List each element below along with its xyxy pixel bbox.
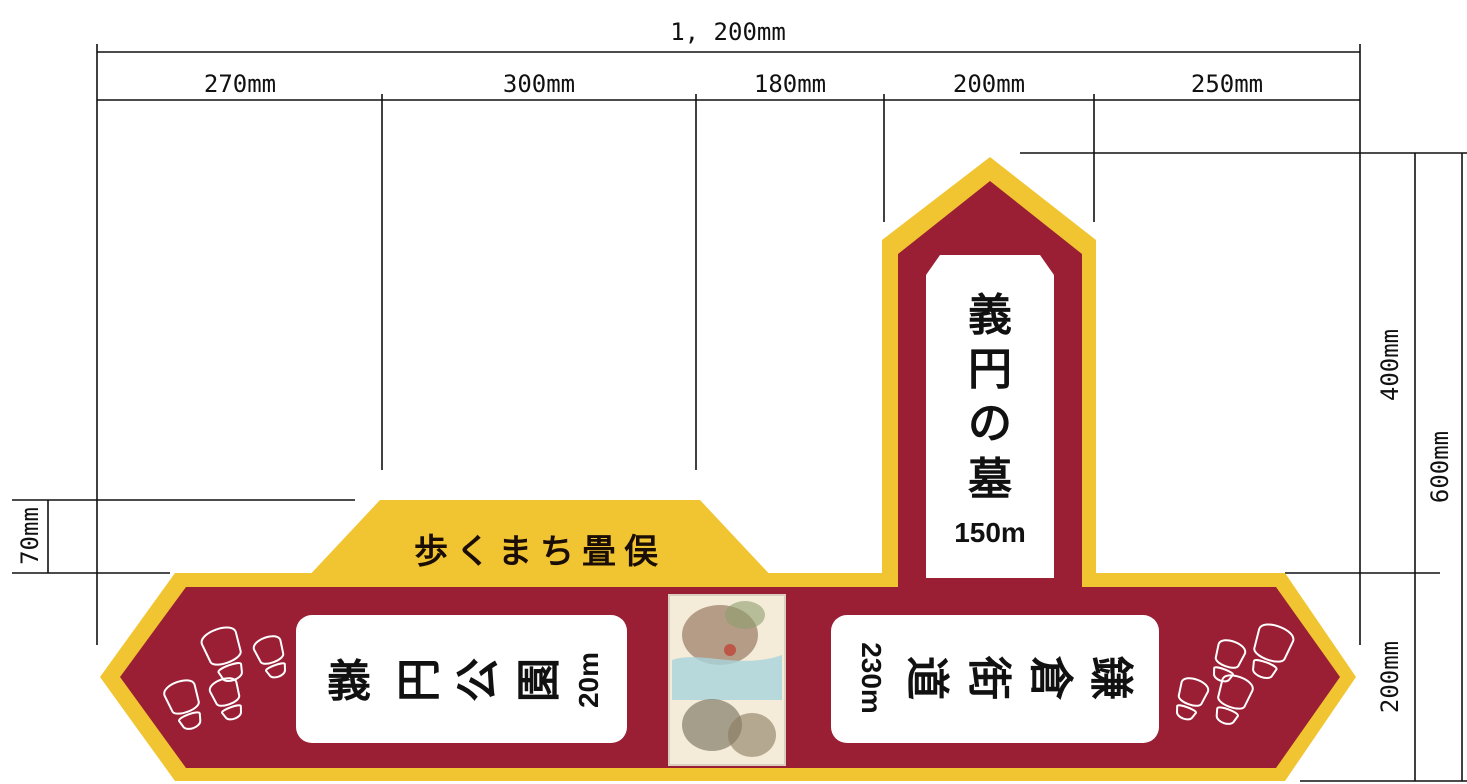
left-arrow-char-1: 義 bbox=[327, 656, 371, 707]
banner-tab bbox=[305, 500, 775, 580]
segment-label-4: 200mm bbox=[953, 70, 1025, 98]
up-arrow-char-3: の bbox=[968, 398, 1012, 449]
dimension-lines bbox=[12, 44, 1467, 782]
up-arrow-char-4: 墓 bbox=[968, 454, 1013, 505]
up-arrow-char-2: 円 bbox=[968, 344, 1012, 395]
right-arrow-char-1: 鎌 bbox=[1085, 656, 1136, 700]
left-arrow-panel: 義 円 公 園 20m bbox=[296, 615, 627, 743]
up-arrow-panel: 義 円 の 墓 150m bbox=[926, 255, 1054, 578]
banner-title: 歩くまち畳俣 bbox=[414, 532, 666, 572]
left-arrow-char-4: 園 bbox=[514, 658, 565, 702]
right-arrow-char-2: 倉 bbox=[1025, 655, 1076, 701]
up-arrow-distance: 150m bbox=[954, 517, 1026, 548]
right-arrow-panel: 230m 道 街 倉 鎌 bbox=[831, 615, 1159, 743]
total-height-label: 600mm bbox=[1426, 431, 1454, 503]
left-arrow-char-3: 公 bbox=[453, 658, 504, 702]
segment-label-3: 180mm bbox=[754, 70, 826, 98]
total-width-label: 1, 200mm bbox=[670, 18, 786, 46]
segment-label-2: 300mm bbox=[503, 70, 575, 98]
footprints-icon bbox=[1176, 623, 1295, 725]
right-arrow-distance: 230m bbox=[856, 642, 887, 714]
illustration-image bbox=[668, 594, 786, 766]
banner-height-label: 70mm bbox=[16, 507, 44, 565]
right-arrow-char-4: 道 bbox=[901, 656, 952, 700]
segment-label-5: 250mm bbox=[1191, 70, 1263, 98]
up-arrow-char-1: 義 bbox=[968, 290, 1012, 341]
left-arrow-distance: 20m bbox=[573, 652, 604, 708]
upper-height-label: 400mm bbox=[1376, 329, 1404, 401]
lower-height-label: 200mm bbox=[1376, 641, 1404, 713]
segment-label-1: 270mm bbox=[204, 70, 276, 98]
right-arrow-char-3: 街 bbox=[963, 655, 1014, 700]
footprints-icon bbox=[163, 626, 286, 730]
left-arrow-char-2: 円 bbox=[394, 658, 445, 702]
